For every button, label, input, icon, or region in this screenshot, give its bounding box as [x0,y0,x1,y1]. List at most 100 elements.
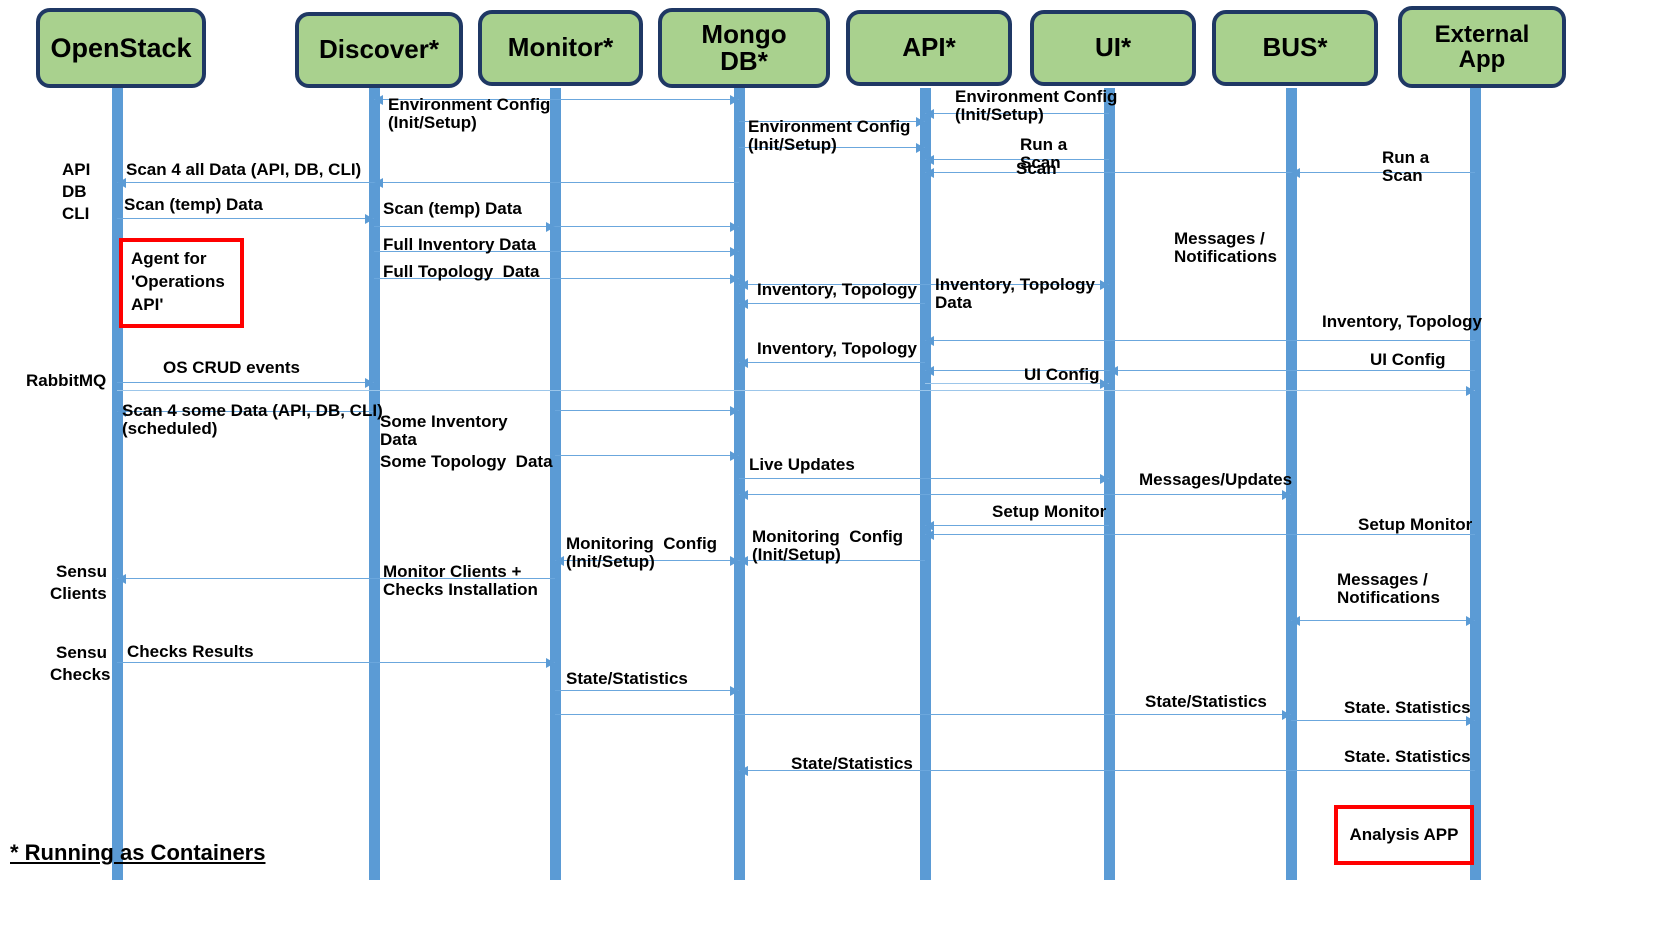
participant-mongodb[interactable]: Mongo DB* [658,8,830,88]
message-label: Messages / Notifications [1174,229,1277,267]
message-label: Full Inventory Data [383,235,537,254]
participant-label: API* [902,32,956,63]
participant-externalapp[interactable]: External App [1398,6,1566,88]
arrowhead-right [1100,279,1109,290]
message-line [1291,620,1475,621]
annotation-text: Agent for 'Operations API' [131,249,225,314]
side-label: Sensu [56,643,108,662]
message-line [739,303,925,304]
arrowhead-left [925,167,934,178]
message-label: Checks Results [127,642,254,661]
message-label: Run a Scan [1020,135,1068,173]
message-label: Environment Config (Init/Setup) [748,117,911,155]
message-label: Setup Monitor [992,502,1107,521]
message-label: Messages/Updates [1139,470,1293,489]
arrowhead-right [1466,385,1475,396]
arrowhead-left [739,489,748,500]
message-line [739,560,925,561]
message-line [925,159,1109,160]
participant-ui[interactable]: UI* [1030,10,1196,86]
message-label: Scan [1016,159,1057,178]
message-label: State. Statistics [1344,747,1471,766]
message-label: State/Statistics [791,754,913,773]
message-line [555,410,739,411]
message-label: OS CRUD events [163,358,300,377]
message-line [374,99,555,100]
message-line [555,99,739,100]
lifeline-mongodb [734,88,745,880]
message-line [555,690,739,691]
arrowhead-right [1100,378,1109,389]
message-line [739,147,925,148]
message-line [925,340,1475,341]
footnote: * Running as Containers [10,840,266,865]
message-line [555,455,739,456]
message-line [925,525,1109,526]
participant-api[interactable]: API* [846,10,1012,86]
arrowhead-right [546,657,555,668]
message-label: UI Config [1024,365,1100,384]
side-label: API [62,160,91,179]
participant-openstack[interactable]: OpenStack [36,8,206,88]
message-line [739,494,1109,495]
arrowhead-right [1282,489,1291,500]
participant-label: Discover* [319,34,439,65]
message-label: State. Statistics [1344,698,1471,717]
message-line [925,113,1109,114]
message-line [374,182,739,183]
arrowhead-right [916,116,925,127]
arrowhead-left [739,765,748,776]
participant-monitor[interactable]: Monitor* [478,10,643,86]
arrowhead-left [117,406,126,417]
participant-bus[interactable]: BUS* [1212,10,1378,86]
arrowhead-right [916,142,925,153]
message-line [1109,494,1291,495]
arrowhead-left [925,335,934,346]
arrowhead-right [365,213,374,224]
arrowhead-right [730,405,739,416]
side-label: Sensu [56,562,108,581]
lifeline-openstack [112,88,123,880]
participant-label: BUS* [1262,32,1328,63]
annotation-analysis-app: Analysis APP [1334,805,1474,865]
arrowhead-right [1466,715,1475,726]
lifeline-monitor [550,88,561,880]
arrowhead-left [117,177,126,188]
arrowhead-left [374,177,383,188]
message-label: Setup Monitor [1358,515,1473,534]
message-label: Messages / Notifications [1337,570,1440,608]
arrowhead-right [365,377,374,388]
message-line [374,226,555,227]
arrowhead-left [925,108,934,119]
lifeline-bus [1286,88,1297,880]
message-label: Monitor Clients + Checks Installation [383,562,538,600]
side-label: Clients [50,584,107,603]
message-line [117,382,374,383]
message-label: Inventory, Topology [757,280,917,299]
message-line [1291,172,1475,173]
arrowhead-left [739,298,748,309]
arrowhead-left [925,365,934,376]
participant-label: OpenStack [50,32,192,63]
lifeline-api [920,88,931,880]
arrowhead-right [1282,709,1291,720]
lifeline-discover [369,88,380,880]
message-line [739,284,925,285]
message-line [374,278,739,279]
message-line [1291,720,1475,721]
message-line [925,383,1109,384]
arrowhead-right [1466,615,1475,626]
arrowhead-right [1100,473,1109,484]
message-label: Live Updates [749,455,855,474]
message-line [739,362,925,363]
participant-discover[interactable]: Discover* [295,12,463,88]
message-label: Environment Config (Init/Setup) [955,87,1118,125]
side-label: Checks [50,665,111,684]
message-line [925,284,1109,285]
message-line [374,251,739,252]
arrowhead-left [739,555,748,566]
message-label: UI Config [1370,350,1446,369]
message-line [739,478,1109,479]
arrowhead-right [546,221,555,232]
message-line [555,226,739,227]
